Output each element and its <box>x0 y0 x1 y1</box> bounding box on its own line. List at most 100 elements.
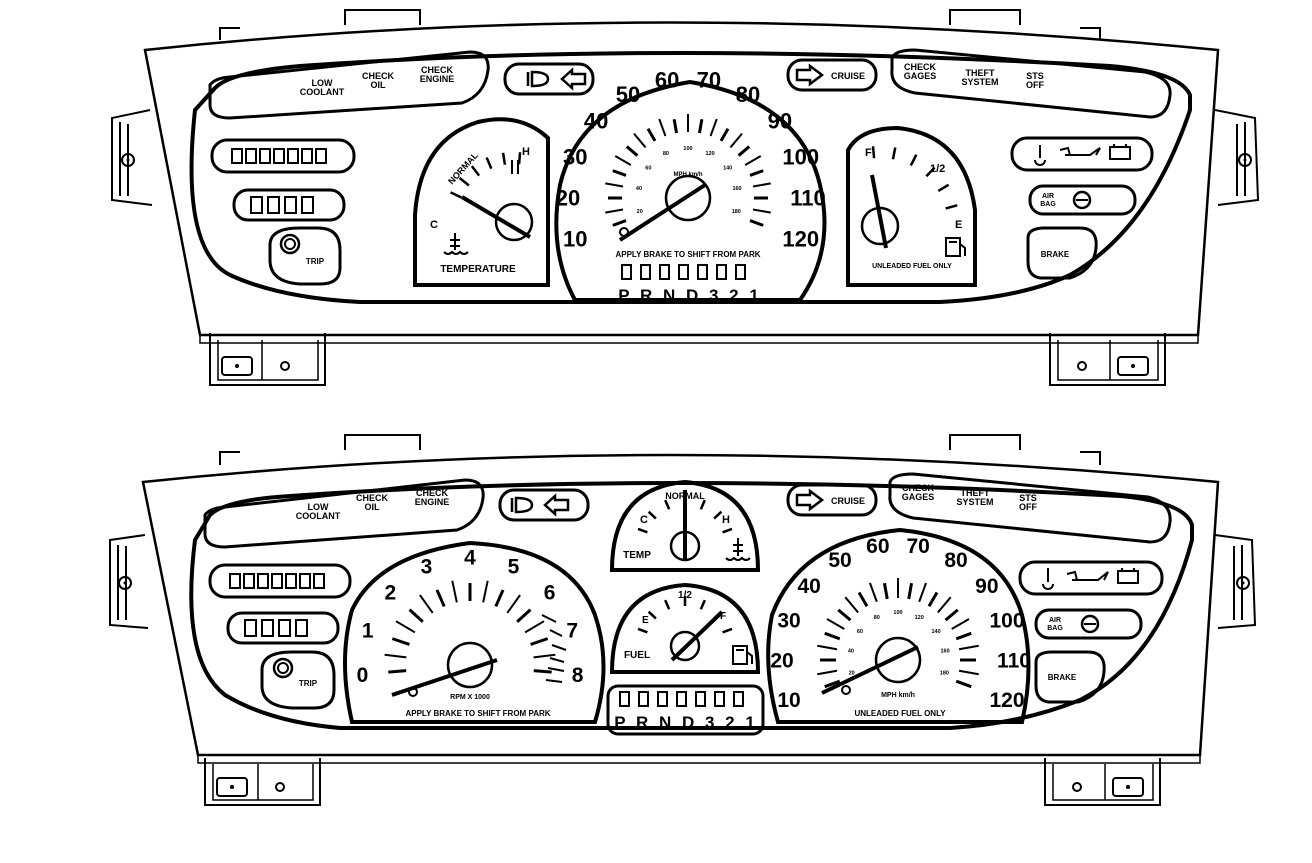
speedometer-mph-label: 70 <box>906 535 929 558</box>
svg-text:SYSTEM: SYSTEM <box>956 497 993 507</box>
warning-check-gages: CHECK GAGES <box>904 62 937 81</box>
warning-strip-left <box>203 478 485 549</box>
bezel-outline <box>189 51 1192 304</box>
speedometer-kmh-label: 100 <box>683 146 692 152</box>
speedometer-mph-label: 100 <box>989 610 1024 633</box>
speedometer-kmh-label: 180 <box>940 670 949 676</box>
warning-check-oil: CHECK OIL <box>356 493 389 512</box>
speedometer-kmh-label: 80 <box>874 615 880 621</box>
speedometer-mph-tick <box>672 118 679 134</box>
temperature-tick <box>699 499 706 510</box>
svg-text:E: E <box>642 615 649 626</box>
speedometer-mph-minor-tick <box>633 133 647 149</box>
speedometer-mph-tick <box>882 582 889 600</box>
speedometer-mph-label: 120 <box>782 227 819 252</box>
speedometer-mph-label: 80 <box>736 82 760 107</box>
temperature-tick <box>517 152 522 165</box>
bezel-outline <box>189 481 1194 730</box>
temperature-tick <box>722 527 733 534</box>
svg-text:GAGES: GAGES <box>904 71 937 81</box>
svg-text:E: E <box>955 219 962 231</box>
svg-text:BAG: BAG <box>1040 201 1056 208</box>
temperature-tick <box>664 499 671 510</box>
tachometer-rpm-label: 4 <box>464 546 476 569</box>
tachometer-rpm-label: 6 <box>544 581 556 604</box>
battery-icon <box>1117 570 1139 584</box>
warning-strip-left <box>208 50 490 120</box>
speedometer-mph-label: 110 <box>997 649 1031 672</box>
odometer-digit <box>315 148 327 164</box>
speedometer-mph-minor-tick <box>958 644 979 651</box>
odometer-digit <box>245 148 257 164</box>
gear-lamp <box>678 264 689 280</box>
speedometer-mph-tick <box>955 631 972 641</box>
speedometer-mph-minor-tick <box>951 618 970 630</box>
coolant-icon <box>443 233 469 255</box>
svg-text:MPH km/h: MPH km/h <box>673 172 702 178</box>
speedometer-kmh-label: 20 <box>637 209 643 215</box>
svg-text:UNLEADED FUEL ONLY: UNLEADED FUEL ONLY <box>872 263 952 270</box>
speedometer-mph-minor-tick <box>744 155 762 166</box>
svg-text:APPLY BRAKE TO SHIFT FROM PARK: APPLY BRAKE TO SHIFT FROM PARK <box>405 709 550 718</box>
gear-lamp <box>638 691 649 707</box>
gear-lamp <box>695 691 706 707</box>
svg-text:STS: STS <box>1026 71 1044 81</box>
trip-odometer-display <box>232 188 346 222</box>
tachometer-rpm-minor-tick <box>384 653 407 659</box>
svg-text:H: H <box>522 146 530 158</box>
temperature-tick <box>501 152 507 165</box>
svg-text:AIR: AIR <box>1049 617 1061 624</box>
speedometer-mph-tick <box>837 608 852 622</box>
svg-text:C: C <box>640 514 648 526</box>
speedometer-mph-minor-tick <box>937 596 952 614</box>
hot-warning-icon <box>511 160 519 174</box>
speedometer-mph-minor-tick <box>844 596 859 614</box>
warning-sts-off: STS OFF <box>1019 493 1037 512</box>
temperature-tick <box>485 157 493 170</box>
odometer-display <box>210 138 356 174</box>
cluster-bottom: LOW COOLANT CHECK OIL CHECK ENGINE CHECK… <box>109 434 1257 806</box>
airbag-abs-indicator: AIR BAG <box>1028 184 1137 216</box>
housing-outline <box>141 453 1220 757</box>
odometer-digit <box>273 148 285 164</box>
abs-icon <box>1080 614 1100 634</box>
redline-zone <box>541 614 567 683</box>
speedometer-needle <box>821 645 919 695</box>
speedometer-mph-label: 50 <box>828 549 851 572</box>
speedometer-mph-label: 30 <box>777 610 800 633</box>
speedometer-mph-tick <box>824 679 841 689</box>
speedometer-kmh-label: 140 <box>931 629 940 635</box>
fuel-tick <box>699 599 706 610</box>
speedometer-mph-label: 90 <box>975 575 998 598</box>
odometer-digit <box>313 573 325 589</box>
trip-reset-button[interactable]: TRIP <box>260 650 336 710</box>
tachometer-rpm-tick <box>391 637 410 646</box>
svg-text:ENGINE: ENGINE <box>415 497 450 507</box>
oil-temp-battery-indicator <box>1010 136 1154 172</box>
fuel-tick <box>937 183 950 193</box>
tachometer-rpm-label: 2 <box>385 581 397 604</box>
tachometer-rpm-label: 1 <box>362 620 374 643</box>
warning-check-engine: CHECK ENGINE <box>420 65 455 84</box>
mount-bracket-right <box>1214 109 1260 206</box>
odometer-digit <box>299 573 311 589</box>
fuel-tick <box>945 204 958 210</box>
trip-digit <box>261 619 274 637</box>
speedometer-mph-label: 50 <box>616 82 640 107</box>
abs-icon <box>1072 190 1092 210</box>
gear-lamp <box>657 691 668 707</box>
speedometer-mph-minor-tick <box>752 182 771 188</box>
svg-text:GAGES: GAGES <box>902 492 935 502</box>
tachometer-rpm-tick <box>388 669 407 674</box>
svg-text:CHECK: CHECK <box>416 488 449 498</box>
speedometer-kmh-label: 80 <box>663 151 669 157</box>
trip-odometer-display <box>226 611 340 645</box>
cluster-top: LOW COOLANT CHECK OIL CHECK ENGINE CHECK… <box>111 9 1260 386</box>
trip-digit <box>250 196 263 214</box>
svg-text:THEFT: THEFT <box>966 68 995 78</box>
svg-text:1/2: 1/2 <box>930 163 945 175</box>
trip-reset-button[interactable]: TRIP <box>268 226 342 286</box>
fuel-tick <box>722 627 733 634</box>
speedometer-mph-label: 30 <box>563 145 587 170</box>
